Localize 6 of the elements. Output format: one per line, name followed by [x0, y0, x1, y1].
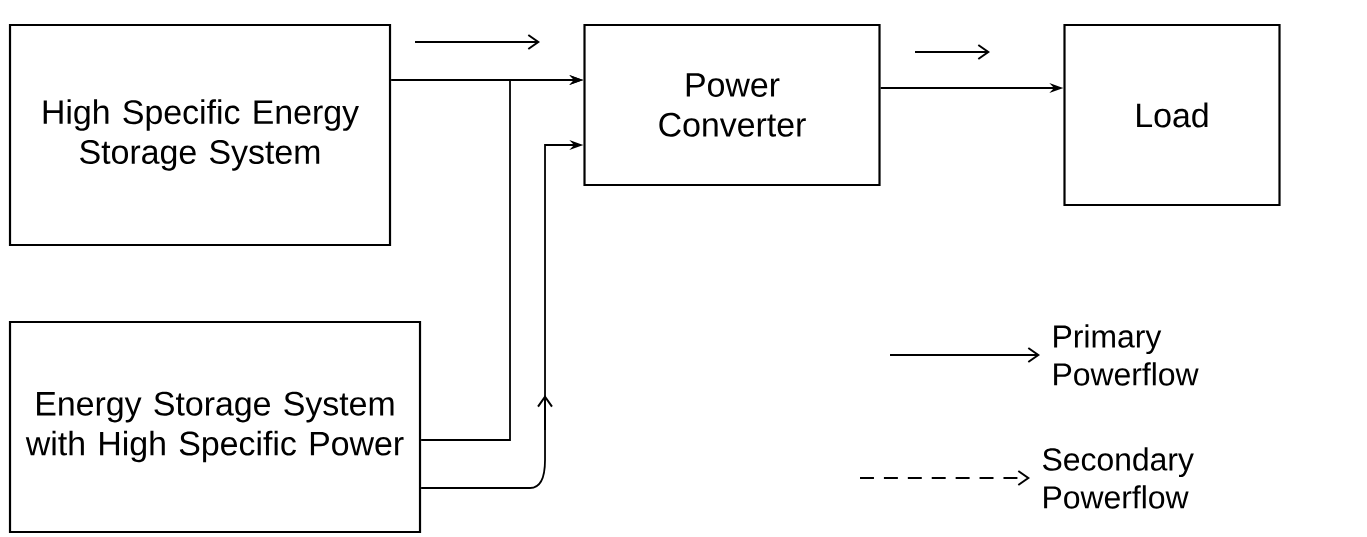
legend-text: Secondary Powerflow: [1043, 447, 1194, 509]
load-box: Load: [1063, 23, 1281, 207]
legend-text: Primary Powerflow: [1054, 324, 1199, 386]
storage-box: High Specific Energy Storage System: [8, 23, 392, 247]
storage-box: Energy Storage System with High Specific Power: [8, 320, 422, 534]
converter-box: Power Converter: [583, 23, 881, 187]
